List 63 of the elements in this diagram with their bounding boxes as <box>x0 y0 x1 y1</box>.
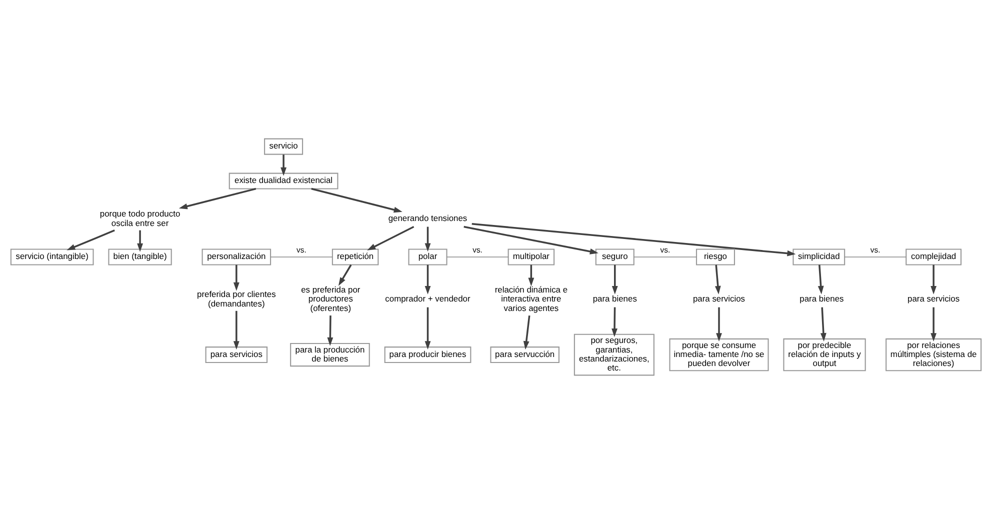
arrow <box>818 264 824 294</box>
arrow <box>528 264 534 286</box>
node-box: para la producción de bienes <box>290 342 370 366</box>
arrow <box>233 264 240 290</box>
node-box: por predecible relación de inputs y output <box>783 338 866 371</box>
arrow <box>424 226 431 252</box>
arrow <box>66 228 115 250</box>
node-box: complejidad <box>906 248 962 265</box>
edge-label: vs. <box>472 245 482 254</box>
connector <box>844 256 906 257</box>
node-box: existe dualidad existencial <box>228 172 338 189</box>
arrow <box>311 187 402 212</box>
node-box: porque se consume inmedia- tamente /no se pueden devolver <box>669 338 769 371</box>
arrow <box>178 187 256 209</box>
node-box: para producir bienes <box>384 346 472 363</box>
node-box: polar <box>408 248 448 265</box>
arrow <box>612 306 618 336</box>
edge-label: vs. <box>660 245 670 254</box>
node-text: para servicios <box>908 293 960 304</box>
arrow <box>930 306 937 342</box>
node-box: seguro <box>595 248 634 265</box>
node-box: por relaciones múltimples (sistema de relaciones) <box>886 338 982 371</box>
node-box: para servucción <box>490 346 560 363</box>
arrow <box>424 264 431 294</box>
arrow <box>233 310 240 350</box>
node-text: para servicios <box>692 293 746 304</box>
arrow <box>338 264 352 286</box>
connector <box>270 256 333 257</box>
arrow <box>716 306 722 342</box>
node-box: por seguros, garantias, estandarizaciones, etc. <box>574 333 654 376</box>
node-text: para bienes <box>592 293 637 304</box>
edge-label: vs. <box>296 245 306 254</box>
arrow <box>367 225 414 250</box>
node-text: porque todo producto oscila entre ser <box>100 208 180 228</box>
arrow <box>820 306 826 342</box>
node-text: comprador + vendedor <box>385 293 470 304</box>
node-box: bien (tangible) <box>108 248 172 265</box>
node-box: personalización <box>202 248 272 265</box>
node-text: preferida por clientes (demandantes) <box>197 288 276 308</box>
node-box: repetición <box>332 248 379 265</box>
node-box: para servicios <box>205 346 268 363</box>
arrow <box>327 315 334 346</box>
node-box: multipolar <box>508 248 555 265</box>
arrow <box>472 222 796 256</box>
node-box: servicio <box>264 138 304 154</box>
arrow <box>424 306 431 350</box>
arrow <box>714 264 721 294</box>
node-text: para bienes <box>800 293 844 304</box>
connector <box>446 256 509 257</box>
connector <box>634 256 697 257</box>
arrow <box>137 230 143 252</box>
node-text: relación dinámica e interactiva entre varios agentes <box>494 284 568 312</box>
arrow <box>280 154 287 176</box>
node-box: simplicidad <box>792 248 846 265</box>
node-text: es preferida por productores (oferentes) <box>301 284 360 312</box>
arrow <box>464 225 598 254</box>
node-box: servicio (intangible) <box>10 248 94 265</box>
arrow <box>523 314 530 350</box>
arrow <box>930 264 937 294</box>
node-text: generando tensiones <box>388 212 468 223</box>
node-box: riesgo <box>696 248 736 265</box>
arrow <box>612 264 618 294</box>
edge-label: vs. <box>870 245 880 254</box>
